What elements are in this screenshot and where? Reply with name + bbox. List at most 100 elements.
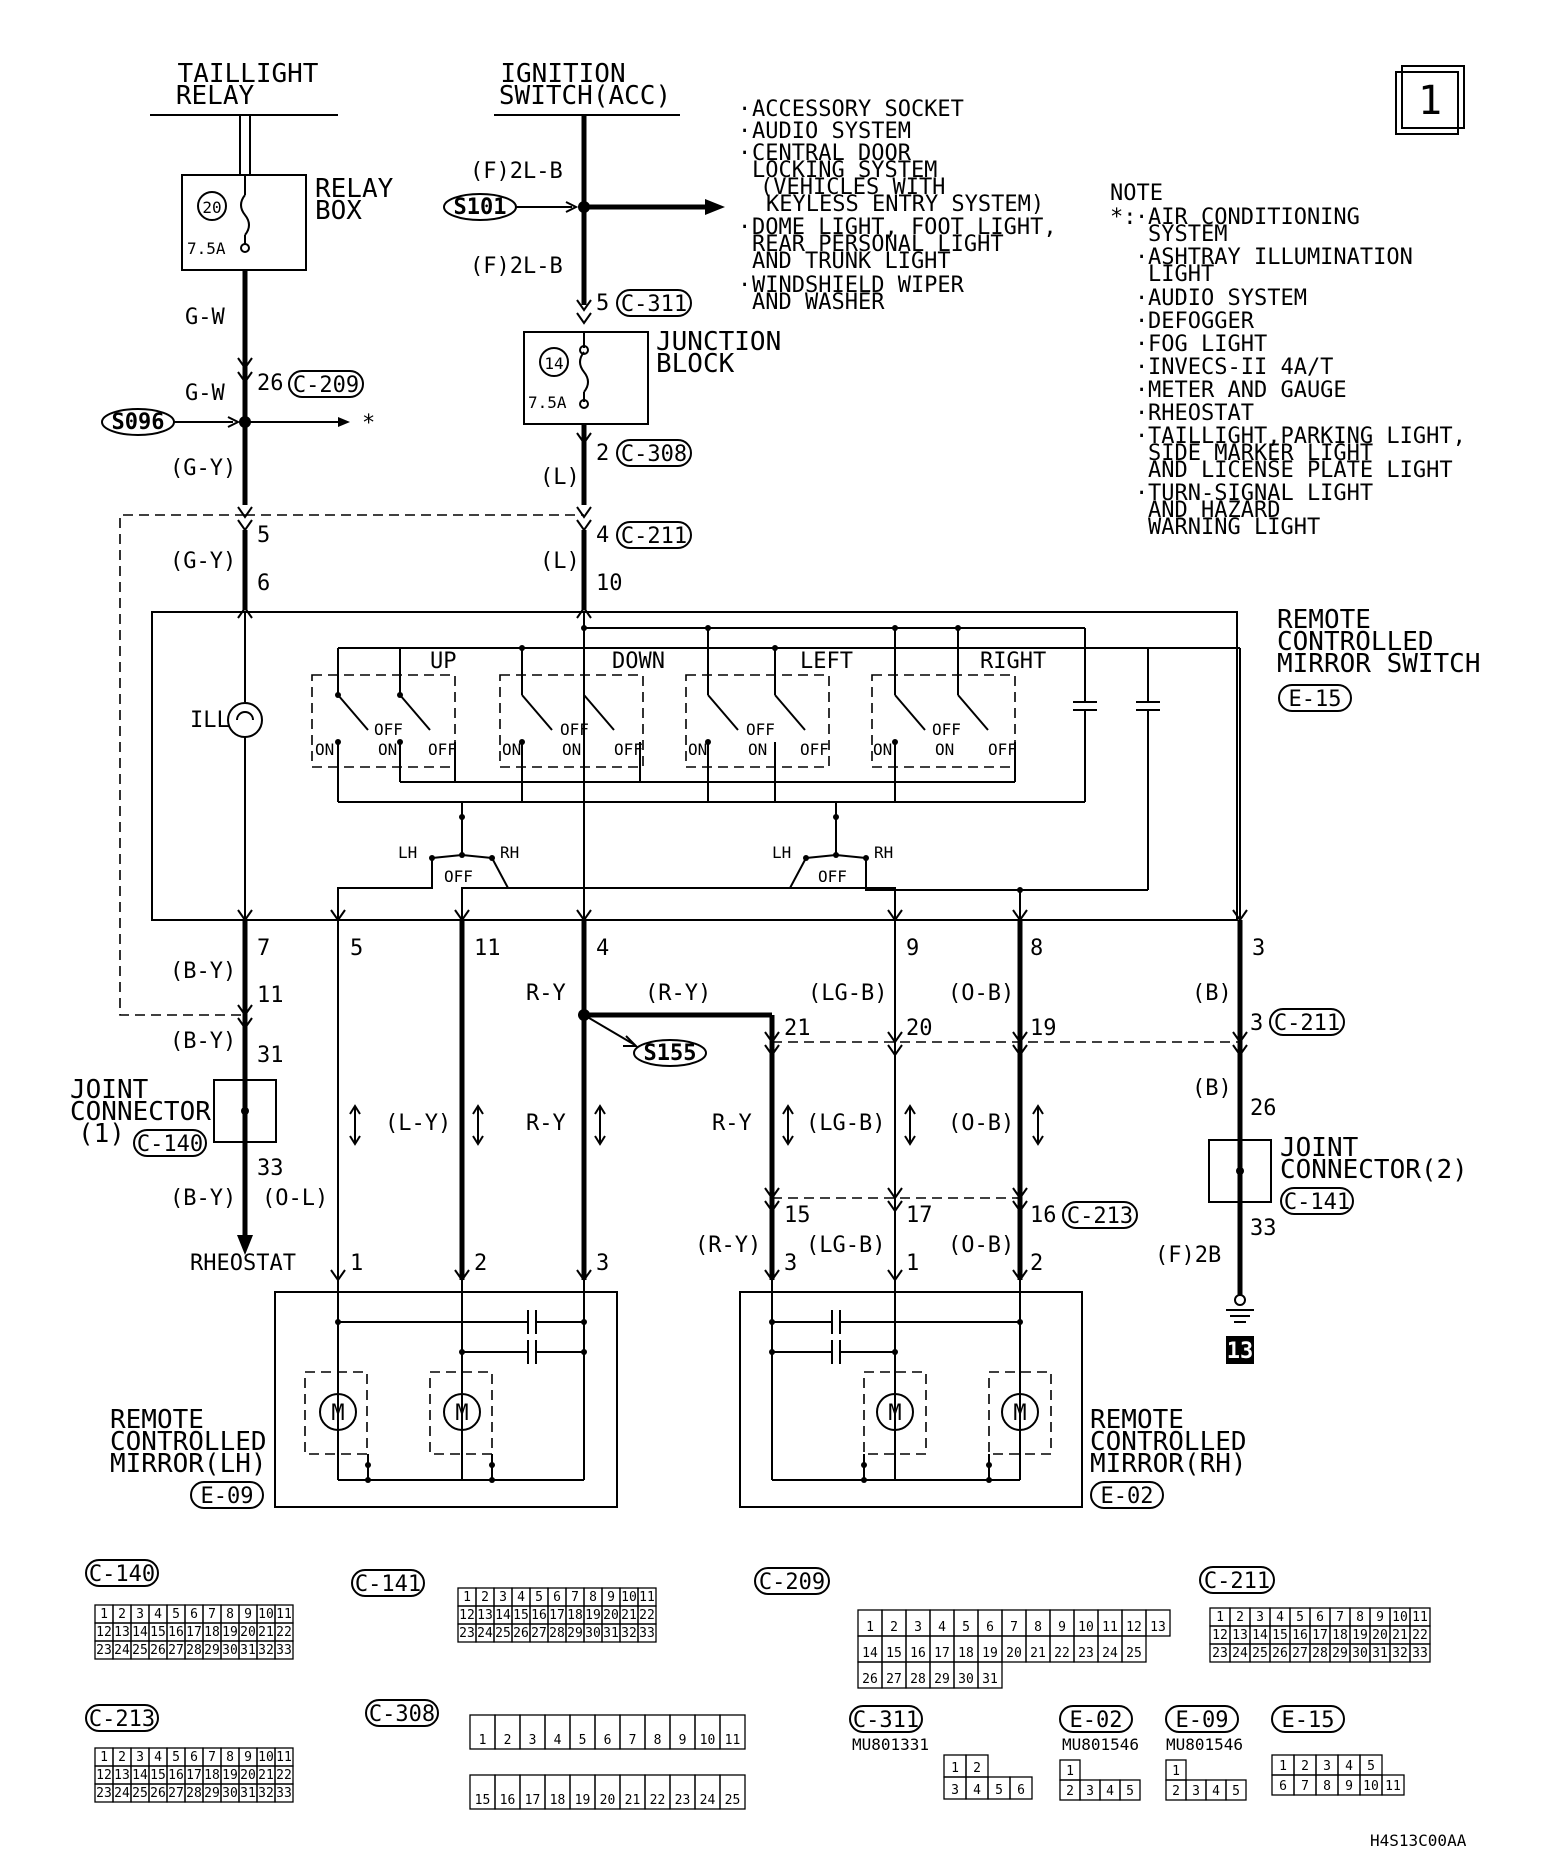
svg-text:(R-Y): (R-Y) xyxy=(645,981,711,1006)
switch-left[interactable]: LEFT ON OFF ON OFF xyxy=(685,625,853,802)
pin-number: 5 xyxy=(172,1607,180,1622)
ill-lamp xyxy=(227,702,263,738)
pin-number: 23 xyxy=(96,1643,112,1658)
pin-number: 8 xyxy=(226,1607,234,1622)
svg-text:C-308: C-308 xyxy=(369,1702,435,1727)
pin-cell xyxy=(719,1714,746,1750)
pin-number: 22 xyxy=(276,1768,292,1783)
pin-number: 4 xyxy=(1106,1784,1114,1799)
svg-text:3: 3 xyxy=(596,1251,609,1276)
c211-terminals: 21 20 19 3 xyxy=(764,1011,1263,1057)
pin-number: 6 xyxy=(986,1620,994,1635)
taillight-relay-label-1: TAILLIGHT xyxy=(178,59,319,89)
junction-fuse-number: 14 xyxy=(544,354,563,373)
selector-lh-rh-2[interactable]: LH RH OFF xyxy=(461,802,1148,920)
pin-number: 1 xyxy=(479,1733,487,1748)
pin-number: 13 xyxy=(114,1768,130,1783)
capacitor-1 xyxy=(1073,628,1097,802)
pin-number: 2 xyxy=(118,1750,126,1765)
note-item: DEFOGGER xyxy=(1148,309,1255,334)
pin-number: 8 xyxy=(654,1733,662,1748)
svg-text:S096: S096 xyxy=(112,410,165,435)
acc-load-item: DOME LIGHT, FOOT LIGHT, xyxy=(752,215,1057,240)
pin-number: 21 xyxy=(258,1768,274,1783)
svg-text:ON: ON xyxy=(748,740,767,759)
note-item: AUDIO SYSTEM xyxy=(1148,286,1307,311)
pin-cell xyxy=(1119,1779,1141,1801)
pin-number: 1 xyxy=(100,1607,108,1622)
pin-number: 1 xyxy=(951,1761,959,1776)
svg-text:CONNECTOR: CONNECTOR xyxy=(70,1097,211,1127)
svg-text:OFF: OFF xyxy=(444,867,473,886)
acc-load-list: · ACCESSORY SOCKET · AUDIO SYSTEM · CENT… xyxy=(738,97,1057,315)
mirror-switch-label-3: MIRROR SWITCH xyxy=(1277,649,1481,679)
splice-s155: S155 xyxy=(633,1039,707,1067)
pin-number: 16 xyxy=(168,1625,184,1640)
pin-number: 25 xyxy=(1252,1646,1268,1661)
svg-text:(O-B): (O-B) xyxy=(948,1111,1014,1136)
pin-number: 2 xyxy=(504,1733,512,1748)
pin-number: 4 xyxy=(1276,1610,1284,1625)
switch-up[interactable]: UP ON OFF ON OFF xyxy=(311,648,457,802)
capacitor-2 xyxy=(1136,648,1160,890)
svg-text:OFF: OFF xyxy=(428,740,457,759)
dir-left: LEFT xyxy=(800,649,853,674)
svg-text:(F)2B: (F)2B xyxy=(1155,1243,1221,1268)
pin-number: 3 xyxy=(914,1620,922,1635)
pin-number: 7 xyxy=(1301,1779,1309,1794)
pin-number: 17 xyxy=(186,1625,202,1640)
svg-text:C-211: C-211 xyxy=(1274,1011,1340,1036)
bullet: · xyxy=(1135,332,1148,357)
junction-block-label-1: JUNCTION xyxy=(656,327,781,357)
pin-number: 16 xyxy=(168,1768,184,1783)
connector-tag-e02: E-02 xyxy=(1090,1481,1164,1509)
pin-number: 5 xyxy=(962,1620,970,1635)
bullet: · xyxy=(1135,401,1148,426)
pin-number: 30 xyxy=(1352,1646,1368,1661)
pin-number: 31 xyxy=(240,1643,256,1658)
note-item: RHEOSTAT xyxy=(1148,401,1254,426)
pin-number: 28 xyxy=(186,1786,202,1801)
note-item: TURN-SIGNAL LIGHT xyxy=(1148,481,1373,506)
pin-number: 32 xyxy=(258,1643,274,1658)
pin-cell xyxy=(1145,1609,1171,1637)
pin-cell xyxy=(1009,1776,1033,1800)
pin-number: 18 xyxy=(958,1646,974,1661)
pin-number: 2 xyxy=(118,1607,126,1622)
svg-text:JOINT: JOINT xyxy=(70,1075,149,1105)
pin-cell xyxy=(637,1623,657,1643)
svg-text:15: 15 xyxy=(784,1203,811,1228)
terminal-5b: 5 xyxy=(596,291,609,316)
terminal-26: 26 xyxy=(257,371,284,396)
pin-number: 6 xyxy=(1017,1783,1025,1798)
pin-number: 9 xyxy=(244,1607,252,1622)
pin-number: 8 xyxy=(589,1590,597,1605)
pin-number: 23 xyxy=(1078,1646,1094,1661)
selector-lh-rh-1[interactable]: LH RH OFF xyxy=(337,802,896,920)
switch-down[interactable]: DOWN ON OFF ON OFF xyxy=(499,625,665,802)
switch-right[interactable]: RIGHT ON OFF ON OFF xyxy=(871,625,1046,802)
pin-number: 1 xyxy=(1172,1764,1180,1779)
svg-text:2: 2 xyxy=(1030,1251,1043,1276)
svg-text:S101: S101 xyxy=(454,195,507,220)
pin-number: 29 xyxy=(567,1626,583,1641)
connector-tag-c211: C-211 xyxy=(616,521,692,549)
pin-number: 9 xyxy=(244,1750,252,1765)
pin-number: 20 xyxy=(1372,1628,1388,1643)
connector-tag-c211-b: C-211 xyxy=(1269,1008,1345,1036)
pin-number: 25 xyxy=(725,1793,741,1808)
svg-text:(LG-B): (LG-B) xyxy=(808,981,887,1006)
pin-number: 15 xyxy=(886,1646,902,1661)
note-item: ASHTRAY ILLUMINATION xyxy=(1148,245,1413,270)
pin-number: 3 xyxy=(136,1750,144,1765)
acc-load-item: CENTRAL DOOR xyxy=(752,141,912,166)
ground-symbol xyxy=(1226,1294,1254,1323)
pin-number: 15 xyxy=(475,1793,491,1808)
pin-number: 5 xyxy=(1232,1784,1240,1799)
pin-number: 11 xyxy=(639,1590,655,1605)
terminal-10: 10 xyxy=(596,571,623,596)
svg-text:E-15: E-15 xyxy=(1282,1708,1335,1733)
pin-number: 1 xyxy=(1216,1610,1224,1625)
pin-number: 18 xyxy=(204,1768,220,1783)
